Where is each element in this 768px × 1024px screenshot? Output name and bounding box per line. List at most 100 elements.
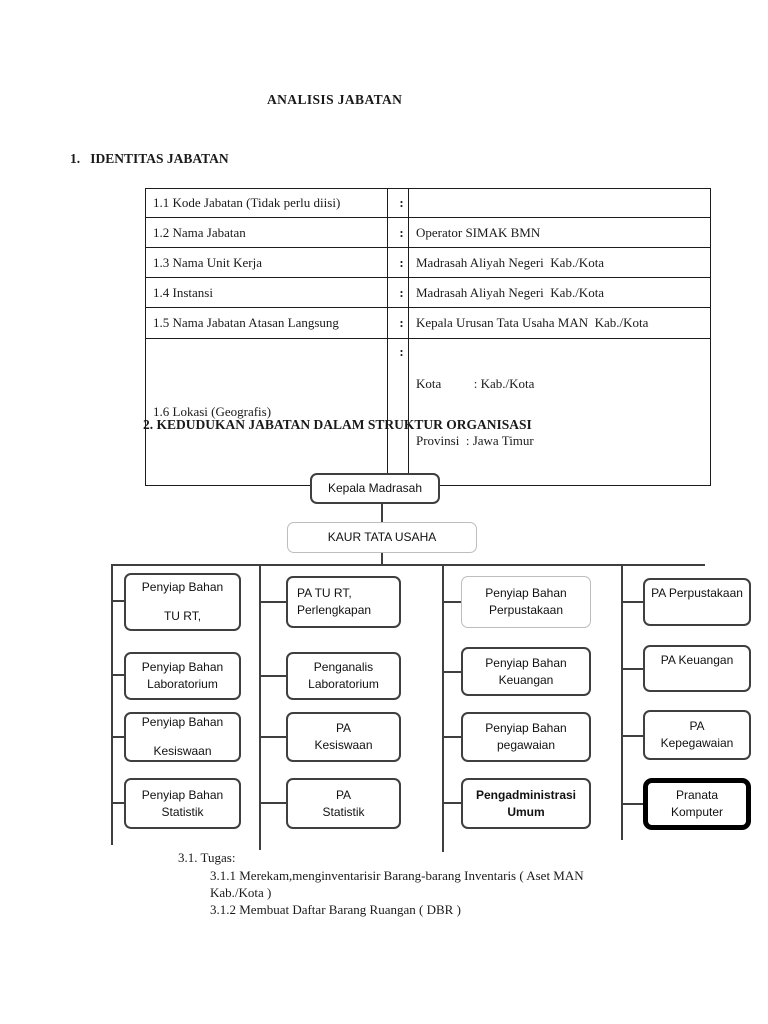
org-box-line: Penyiap Bahan — [141, 660, 224, 674]
org-box-line: Perlengkapan — [297, 603, 372, 617]
colon-cell: : — [387, 307, 409, 339]
connector-line — [113, 736, 124, 738]
connector-line — [259, 564, 261, 850]
org-box-line: Komputer — [670, 805, 724, 819]
org-box-line: Kesiswaan — [153, 744, 212, 758]
org-box-kepala-madrasah: Kepala Madrasah — [310, 473, 440, 504]
task-item-3-1-1-line2: Kab./Kota ) — [210, 885, 272, 900]
org-box-penyiap-bahan-laboratorium: Penyiap Bahan Laboratorium — [124, 652, 241, 700]
org-box-kaur-tata-usaha: KAUR TATA USAHA — [287, 522, 477, 553]
org-box-label: KAUR TATA USAHA — [327, 530, 437, 544]
connector-line — [113, 802, 124, 804]
org-box-penyiap-bahan-perpustakaan: Penyiap Bahan Perpustakaan — [461, 576, 591, 628]
connector-line — [261, 601, 286, 603]
org-box-line: Penyiap Bahan — [485, 655, 567, 670]
org-box-pengadministrasi-umum: Pengadministrasi Umum — [461, 778, 591, 829]
org-box-line: PA — [335, 787, 352, 802]
connector-line — [623, 803, 643, 805]
connector-line — [623, 668, 643, 670]
label-cell: 1.2 Nama Jabatan — [145, 217, 388, 248]
value-cell — [408, 188, 711, 218]
colon-cell: : — [387, 338, 409, 486]
task-item-3-1-1-line1: 3.1.1 Merekam,menginventarisir Barang-ba… — [210, 868, 584, 883]
section2-heading: 2. KEDUDUKAN JABATAN DALAM STRUKTUR ORGA… — [143, 417, 532, 432]
connector-line — [111, 564, 705, 566]
label-cell: 1.5 Nama Jabatan Atasan Langsung — [145, 307, 388, 339]
org-box-pa-statistik: PA Statistik — [286, 778, 401, 829]
table-row: 1.6 Lokasi (Geografis) : Kota : Kab./Kot… — [145, 338, 711, 486]
label-cell: 1.4 Instansi — [145, 277, 388, 308]
org-box-penyiap-bahan-keuangan: Penyiap Bahan Keuangan — [461, 647, 591, 696]
tasks-heading: 3.1. Tugas: — [178, 850, 236, 865]
org-box-line: Kesiswaan — [314, 738, 373, 752]
org-box-penyiap-bahan-kesiswaan: Penyiap Bahan Kesiswaan — [124, 712, 241, 762]
colon-cell: : — [387, 217, 409, 248]
org-box-line: Umum — [507, 804, 545, 819]
org-box-line: Pranata — [675, 788, 719, 802]
connector-line — [113, 674, 124, 676]
value-cell: Kota : Kab./Kota Provinsi : Jawa Timur — [408, 338, 711, 486]
connector-line — [261, 736, 286, 738]
label-cell: 1.6 Lokasi (Geografis) — [145, 338, 388, 486]
connector-line — [444, 671, 461, 673]
table-row: 1.3 Nama Unit Kerja : Madrasah Aliyah Ne… — [145, 247, 711, 278]
location-line-kota: Kota : Kab./Kota — [416, 376, 535, 391]
org-box-penganalis-laboratorium: Penganalis Laboratorium — [286, 652, 401, 700]
connector-line — [444, 802, 461, 804]
label-cell: 1.3 Nama Unit Kerja — [145, 247, 388, 278]
org-box-line: Penyiap Bahan — [141, 715, 224, 729]
identity-table: 1.1 Kode Jabatan (Tidak perlu diisi) : 1… — [145, 188, 711, 486]
connector-line — [444, 736, 461, 738]
org-box-line: Perpustakaan — [488, 603, 564, 617]
value-cell: Operator SIMAK BMN — [408, 217, 711, 248]
org-box-pa-kesiswaan: PA Kesiswaan — [286, 712, 401, 762]
org-box-line: Penyiap Bahan — [485, 721, 567, 735]
document-title: ANALISIS JABATAN — [267, 92, 403, 107]
table-row: 1.2 Nama Jabatan : Operator SIMAK BMN — [145, 217, 711, 248]
org-box-line: pegawaian — [496, 738, 556, 752]
connector-line — [623, 601, 643, 603]
org-box-line: PA — [335, 721, 352, 735]
connector-line — [444, 601, 461, 603]
org-box-line: PA — [689, 719, 705, 733]
connector-line — [381, 553, 383, 564]
org-box-penyiap-bahan-tu-rt: Penyiap Bahan TU RT, — [124, 573, 241, 631]
connector-line — [111, 564, 113, 845]
colon-cell: : — [387, 247, 409, 278]
org-box-line: Laboratorium — [308, 677, 379, 691]
colon-cell: : — [387, 277, 409, 308]
org-box-pa-perpustakaan: PA Perpustakaan — [643, 578, 751, 626]
connector-line — [623, 735, 643, 737]
colon-cell: : — [387, 188, 409, 218]
org-box-pa-kepegawaian: PA Kepegawaian — [643, 710, 751, 760]
task-item-3-1-2: 3.1.2 Membuat Daftar Barang Ruangan ( DB… — [210, 902, 461, 917]
org-box-line: Laboratorium — [147, 677, 218, 691]
org-box-line: Pengadministrasi — [475, 787, 577, 802]
value-cell: Madrasah Aliyah Negeri Kab./Kota — [408, 247, 711, 278]
connector-line — [261, 802, 286, 804]
table-row: 1.5 Nama Jabatan Atasan Langsung : Kepal… — [145, 307, 711, 339]
org-box-line: Statistik — [161, 804, 204, 819]
org-box-penyiap-bahan-statistik: Penyiap Bahan Statistik — [124, 778, 241, 829]
table-row: 1.1 Kode Jabatan (Tidak perlu diisi) : — [145, 188, 711, 218]
org-box-pa-tu-rt-perlengkapan: PA TU RT, Perlengkapan — [286, 576, 401, 628]
connector-line — [381, 504, 383, 522]
location-line-provinsi: Provinsi : Jawa Timur — [416, 433, 534, 448]
org-box-line: PA Perpustakaan — [651, 586, 743, 600]
org-box-pa-keuangan: PA Keuangan — [643, 645, 751, 692]
org-box-line: PA TU RT, — [297, 586, 352, 600]
org-box-line: Penyiap Bahan — [141, 580, 224, 594]
org-box-line: Kepegawaian — [660, 736, 734, 750]
connector-line — [113, 600, 124, 602]
org-box-line: Penganalis — [313, 660, 374, 674]
connector-line — [621, 564, 623, 840]
org-box-line: Penyiap Bahan — [141, 787, 224, 802]
value-cell: Madrasah Aliyah Negeri Kab./Kota — [408, 277, 711, 308]
org-box-line: Keuangan — [498, 672, 554, 687]
table-row: 1.4 Instansi : Madrasah Aliyah Negeri Ka… — [145, 277, 711, 308]
org-box-line: Penyiap Bahan — [485, 586, 567, 600]
value-cell: Kepala Urusan Tata Usaha MAN Kab./Kota — [408, 307, 711, 339]
org-box-penyiap-bahan-pegawaian: Penyiap Bahan pegawaian — [461, 712, 591, 762]
org-box-line: TU RT, — [163, 609, 202, 623]
